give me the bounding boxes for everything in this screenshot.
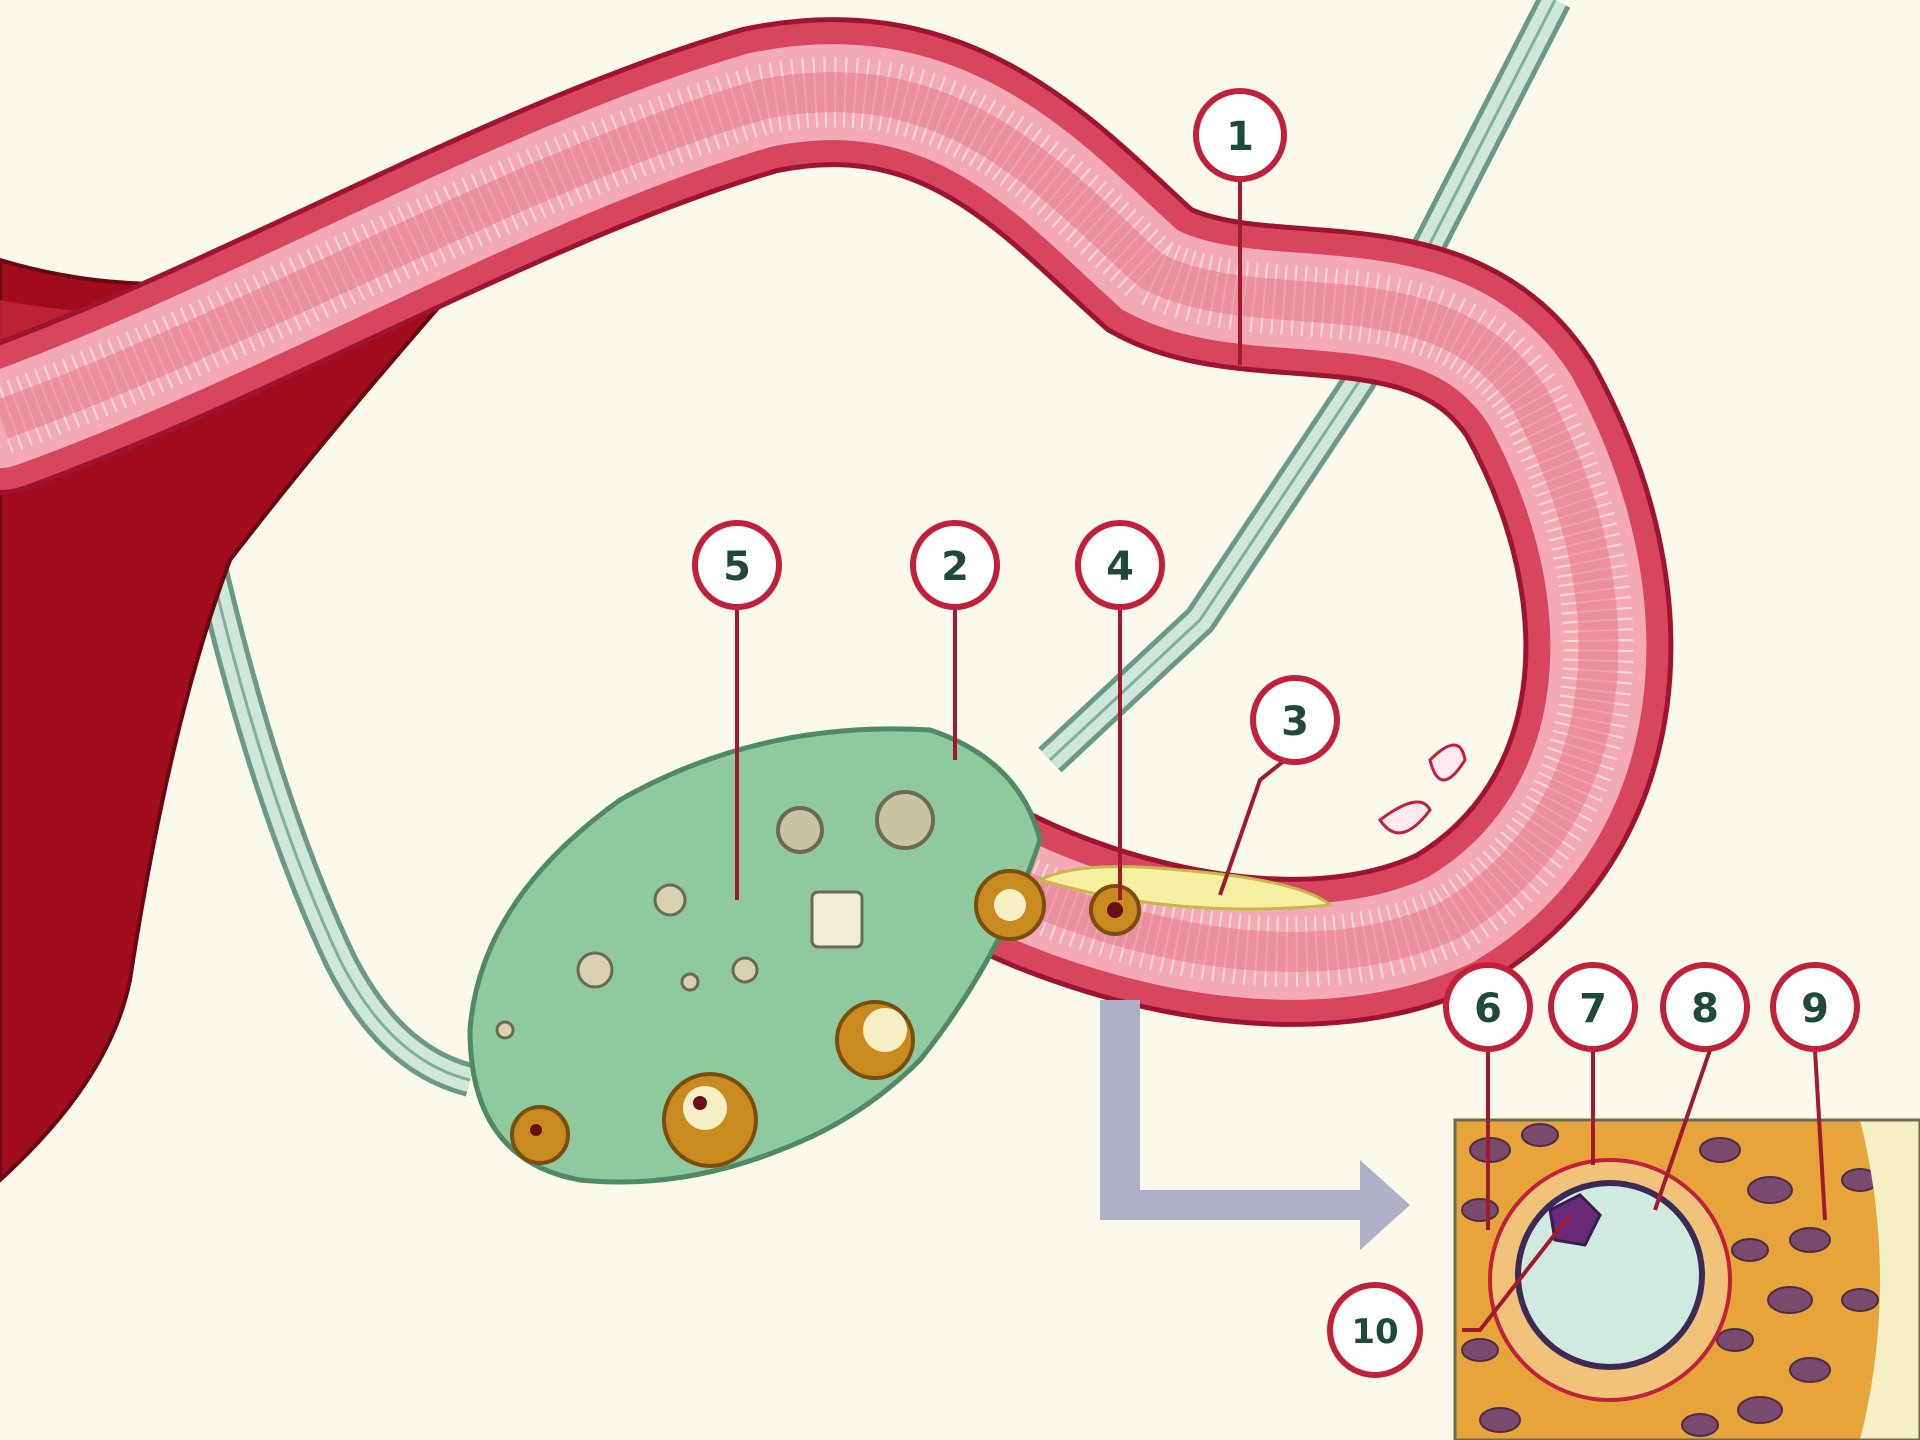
ovarian-ligament bbox=[200, 520, 470, 1080]
fimbriae bbox=[1380, 745, 1465, 833]
callout-9-label: 9 bbox=[1801, 986, 1829, 1032]
callout-2-label: 2 bbox=[941, 544, 969, 590]
callout-10-label: 10 bbox=[1351, 1312, 1398, 1352]
zoom-arrow bbox=[1100, 1000, 1410, 1250]
callout-1-label: 1 bbox=[1226, 114, 1254, 160]
callout-7-label: 7 bbox=[1579, 986, 1607, 1032]
callout-8: 8 bbox=[1663, 965, 1747, 1049]
ovum bbox=[1091, 886, 1139, 934]
callout-4: 4 bbox=[1078, 523, 1162, 607]
callout-7: 7 bbox=[1551, 965, 1635, 1049]
callout-9: 9 bbox=[1773, 965, 1857, 1049]
callout-3-label: 3 bbox=[1281, 699, 1309, 745]
callout-6: 6 bbox=[1446, 965, 1530, 1049]
callout-5: 5 bbox=[695, 523, 779, 607]
callout-5-label: 5 bbox=[723, 544, 751, 590]
callout-3: 3 bbox=[1253, 678, 1337, 762]
callout-10: 10 bbox=[1330, 1285, 1420, 1375]
inset-follicle bbox=[1455, 1120, 1920, 1440]
callout-4-label: 4 bbox=[1106, 544, 1134, 590]
callout-1: 1 bbox=[1196, 91, 1284, 179]
callout-8-label: 8 bbox=[1691, 986, 1719, 1032]
callout-6-label: 6 bbox=[1474, 986, 1502, 1032]
callout-2: 2 bbox=[913, 523, 997, 607]
